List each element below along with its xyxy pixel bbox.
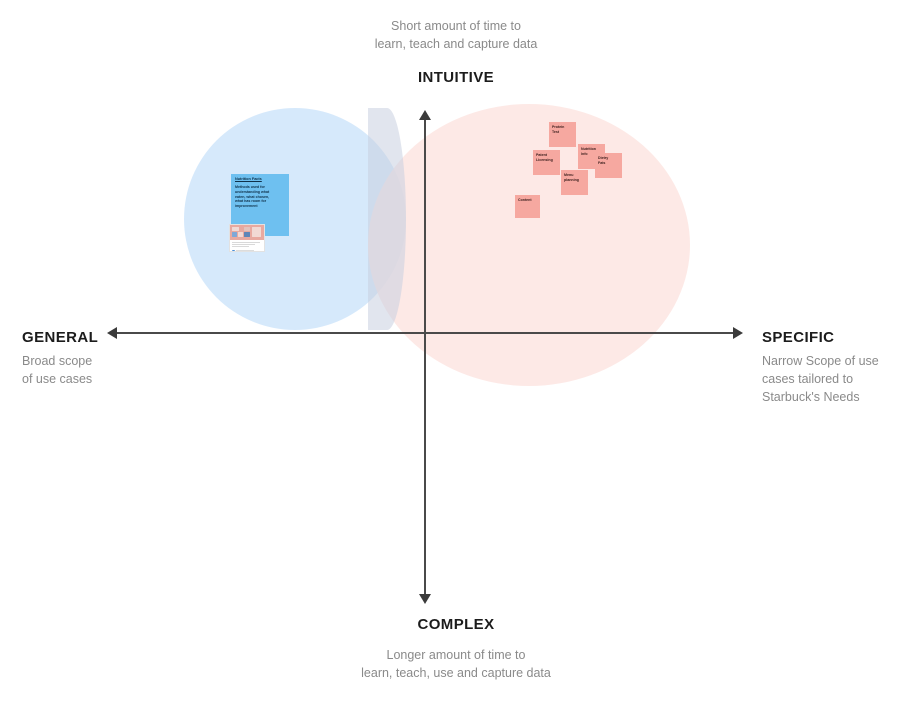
sticky-note-label: Patent Licensing <box>536 153 553 162</box>
sticky-note-label: Content <box>518 198 532 202</box>
arrow-down-icon <box>419 594 431 604</box>
vertical-axis <box>424 118 426 596</box>
sticky-note-content[interactable]: Content <box>515 195 540 218</box>
left-axis-title: GENERAL <box>22 329 99 346</box>
sticky-note-title: Nutrition Facts <box>235 177 262 181</box>
top-axis-title: INTUITIVE <box>417 69 495 86</box>
bottom-axis-caption: Longer amount of time to learn, teach, u… <box>361 648 551 680</box>
sticky-note-dietry-fats[interactable]: Dietry Fats <box>595 153 622 178</box>
attachment-status-dot <box>232 249 235 251</box>
sticky-note-protein-test[interactable]: Protein Test <box>549 122 576 147</box>
sticky-note-label: Dietry Fats <box>598 156 609 165</box>
overlap-region <box>368 108 406 330</box>
sticky-note-label: Menu planning <box>564 173 579 182</box>
bottom-axis-title: COMPLEX <box>417 616 495 633</box>
attachment-footer <box>230 249 264 251</box>
sticky-note-label: Nutrition Info <box>581 147 596 156</box>
note-attachment-thumbnail[interactable] <box>229 224 265 252</box>
sticky-note-body: Methods used for understanding what eate… <box>235 185 270 209</box>
specific-scope-circle <box>368 104 690 386</box>
top-axis-caption: Short amount of time to learn, teach and… <box>374 19 538 51</box>
arrow-left-icon <box>107 327 117 339</box>
arrow-right-icon <box>733 327 743 339</box>
sticky-note-label: Protein Test <box>552 125 565 134</box>
attachment-text-lines <box>230 240 264 250</box>
sticky-note-menu-planning[interactable]: Menu planning <box>561 170 588 195</box>
right-axis-caption: Narrow Scope of use cases tailored to St… <box>762 354 879 404</box>
arrow-up-icon <box>419 110 431 120</box>
attachment-banner-image <box>230 225 264 240</box>
horizontal-axis <box>115 332 735 334</box>
left-axis-caption: Broad scope of use cases <box>22 354 93 386</box>
right-axis-title: SPECIFIC <box>762 329 835 346</box>
sticky-note-patent-licensing[interactable]: Patent Licensing <box>533 150 560 175</box>
